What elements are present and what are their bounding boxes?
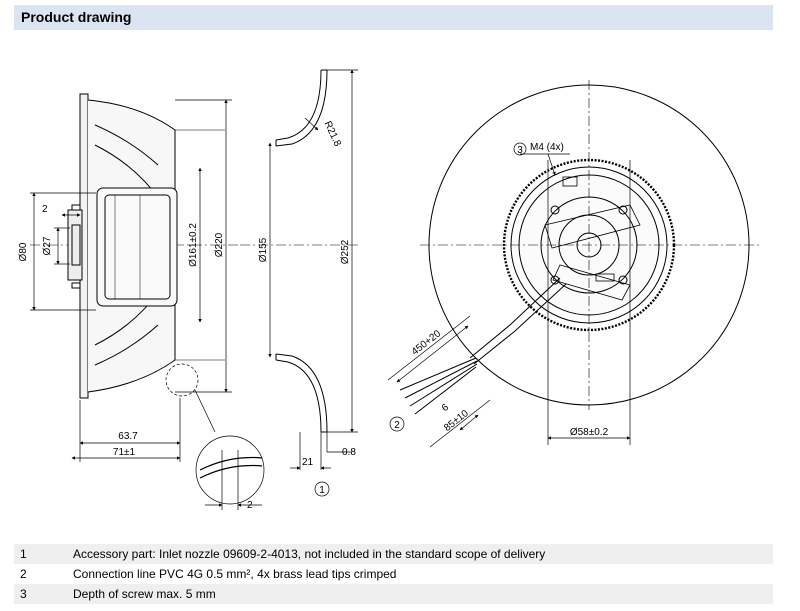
note-text: Accessory part: Inlet nozzle 09609-2-401… <box>73 544 773 564</box>
fan-front-view <box>399 80 760 415</box>
callout-2: 2 <box>394 420 400 431</box>
side-view-dimensions <box>30 99 265 510</box>
dim-0-8: 0.8 <box>342 447 356 458</box>
note-number: 1 <box>14 544 73 564</box>
dim-450: 450+20 <box>410 328 444 358</box>
section-header: Product drawing <box>14 5 773 30</box>
dim-71: 71±1 <box>113 447 136 458</box>
section-title: Product drawing <box>21 9 132 25</box>
note-number: 2 <box>20 567 27 581</box>
note-number: 3 <box>14 584 73 604</box>
dim-m4: M4 (4x) <box>530 142 564 153</box>
dim-63-7: 63.7 <box>118 431 138 442</box>
dim-2-bottom: 2 <box>247 500 253 511</box>
callout-3: 3 <box>517 145 523 156</box>
dim-d252: Ø252 <box>340 239 351 264</box>
dim-d27: Ø27 <box>42 236 53 255</box>
dim-21: 21 <box>302 457 314 468</box>
front-view-dimensions <box>387 142 631 448</box>
note-row: 3 Depth of screw max. 5 mm <box>14 584 773 604</box>
fan-side-view <box>30 93 240 399</box>
note-row: 2 Connection line PVC 4G 0.5 mm², 4x bra… <box>14 564 773 584</box>
note-row: 1 Accessory part: Inlet nozzle 09609-2-4… <box>14 544 773 564</box>
dim-d161: Ø161±0.2 <box>188 223 199 267</box>
dim-d220: Ø220 <box>214 232 225 257</box>
note-text: Connection line PVC 4G 0.5 mm², 4x brass… <box>73 567 397 581</box>
dim-d58: Ø58±0.2 <box>570 427 609 438</box>
callout-1: 1 <box>319 485 325 496</box>
product-drawing: Ø80 Ø27 2 Ø161±0.2 Ø220 63.7 71±1 2 R21.… <box>18 69 760 511</box>
dim-2-top: 2 <box>42 204 48 215</box>
nozzle-dimensions <box>268 69 358 497</box>
dim-6: 6 <box>440 402 452 414</box>
notes-table: 1 Accessory part: Inlet nozzle 09609-2-4… <box>14 544 773 604</box>
dim-d80: Ø80 <box>18 242 29 261</box>
dim-d155: Ø155 <box>258 237 269 262</box>
dim-r21-8: R21.8 <box>322 120 343 149</box>
inlet-nozzle-view <box>240 69 360 433</box>
note-text: Depth of screw max. 5 mm <box>73 584 773 604</box>
